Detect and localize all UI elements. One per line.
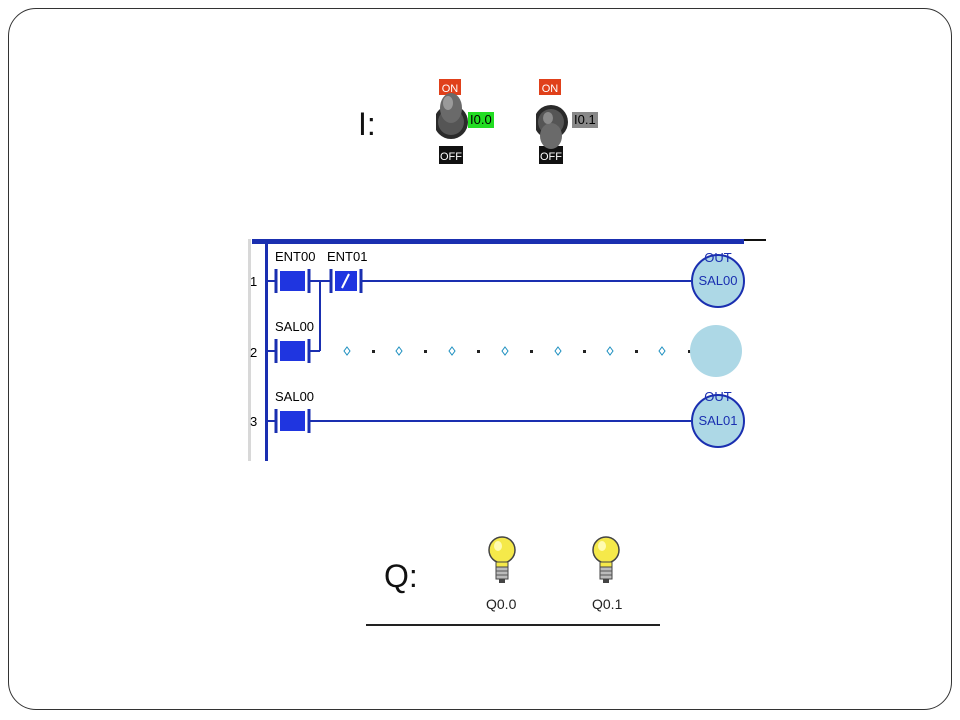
toggle-switch-i01[interactable]: ON OFF I0.1: [534, 78, 606, 168]
switch-on-text: ON: [542, 83, 559, 95]
contact-label: ENT01: [327, 249, 367, 264]
coil-out-sal01[interactable]: [691, 394, 745, 448]
rung-number: 3: [250, 414, 257, 429]
ladder-top-bar-end: [744, 239, 766, 241]
rung-number: 2: [250, 345, 257, 360]
coil-out-sal00[interactable]: [691, 254, 745, 308]
light-bulb-icon: [488, 536, 516, 583]
contact-no-sal00-rung2[interactable]: [274, 339, 311, 363]
contact-nc-ent01[interactable]: [329, 269, 363, 293]
toggle-switch-i00[interactable]: ON OFF I0.0: [434, 78, 506, 168]
switch-address-tag: I0.1: [572, 112, 598, 128]
lamp-q01: Q0.1: [586, 532, 632, 622]
light-bulb-icon: [592, 536, 620, 583]
lamp-q00: Q0.0: [482, 532, 528, 622]
coil-empty-rung2[interactable]: [690, 325, 742, 377]
ladder-top-bar: [252, 239, 744, 244]
switch-on-text: ON: [442, 83, 459, 95]
rung-number: 1: [250, 274, 257, 289]
coil-top-label: OUT: [704, 389, 732, 404]
coil-top-label: OUT: [704, 250, 732, 265]
toggle-switch-icon: ON OFF: [534, 79, 568, 164]
empty-rung-dots: [343, 346, 691, 356]
ladder-diagram: 1 2 3 ENT00 ENT01 OUT SAL00 SAL00: [248, 239, 766, 461]
switch-address-tag: I0.0: [468, 112, 494, 128]
outputs-underline: [366, 624, 660, 626]
switch-off-text: OFF: [440, 151, 462, 163]
toggle-switch-icon: ON OFF: [434, 79, 468, 164]
contact-no-sal00-rung3[interactable]: [274, 409, 311, 433]
contact-no-ent00[interactable]: [274, 269, 311, 293]
contact-label: ENT00: [275, 249, 315, 264]
coil-bottom-label: SAL01: [698, 413, 737, 428]
contact-label: SAL00: [275, 319, 314, 334]
ladder-left-margin: [248, 239, 251, 461]
coil-bottom-label: SAL00: [698, 273, 737, 288]
switch-off-text: OFF: [540, 151, 562, 163]
lamp-address: Q0.1: [592, 596, 623, 612]
lamp-address: Q0.0: [486, 596, 517, 612]
left-power-rail: [265, 239, 268, 461]
inputs-label: I:: [358, 106, 376, 142]
outputs-label: Q:: [384, 558, 418, 594]
contact-label: SAL00: [275, 389, 314, 404]
